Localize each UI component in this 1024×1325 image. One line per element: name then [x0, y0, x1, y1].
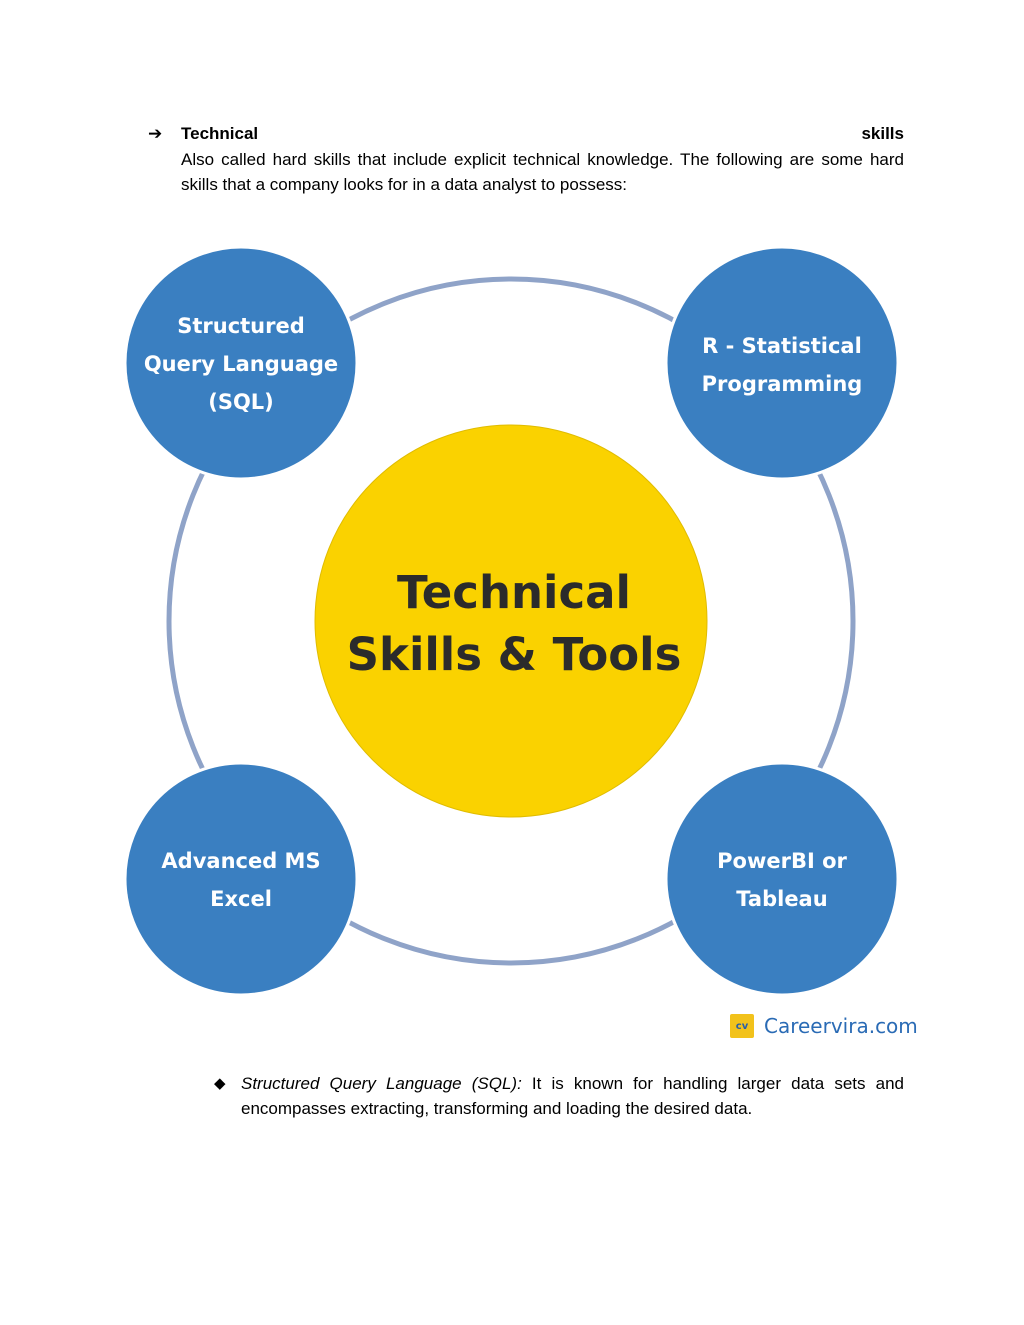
- node-excel-line-1: Advanced MS: [161, 849, 320, 873]
- outer-ring: [166, 276, 856, 966]
- bullet-term: Structured Query Language (SQL):: [241, 1074, 522, 1093]
- node-powerbi-line-2: Tableau: [736, 887, 827, 911]
- intro-paragraph: Also called hard skills that include exp…: [181, 150, 904, 194]
- center-label-line-2: Skills & Tools: [347, 628, 682, 681]
- node-sql-line-2: Query Language: [144, 352, 338, 376]
- careervira-logo: cv Careervira.com: [730, 1011, 918, 1041]
- diamond-bullet-icon: ◆: [214, 1075, 226, 1092]
- node-excel: [123, 761, 359, 997]
- cv-logo-icon: cv: [730, 1014, 754, 1038]
- node-r: [664, 245, 900, 481]
- node-sql-line-1: Structured: [177, 314, 305, 338]
- node-r-line-1: R - Statistical: [702, 334, 862, 358]
- node-powerbi: [664, 761, 900, 997]
- skills-diagram: Technical Skills & Tools Structured Quer…: [123, 245, 900, 997]
- center-circle: [314, 424, 708, 818]
- bullet-text: Structured Query Language (SQL): It is k…: [241, 1072, 904, 1121]
- bullet-description: It is known for handling larger data set…: [241, 1074, 904, 1118]
- arrow-icon: ➔: [148, 124, 163, 143]
- center-label-line-1: Technical: [397, 566, 631, 619]
- node-excel-line-2: Excel: [210, 887, 272, 911]
- heading-left: Technical: [181, 124, 259, 143]
- node-sql-line-3: (SQL): [208, 390, 274, 414]
- logo-text: Careervira.com: [764, 1014, 918, 1038]
- node-sql: [123, 245, 359, 481]
- heading-right: skills: [861, 124, 904, 143]
- bullet-item-sql: ◆ Structured Query Language (SQL): It is…: [214, 1072, 904, 1121]
- node-r-line-2: Programming: [702, 372, 863, 396]
- node-powerbi-line-1: PowerBI or: [717, 849, 847, 873]
